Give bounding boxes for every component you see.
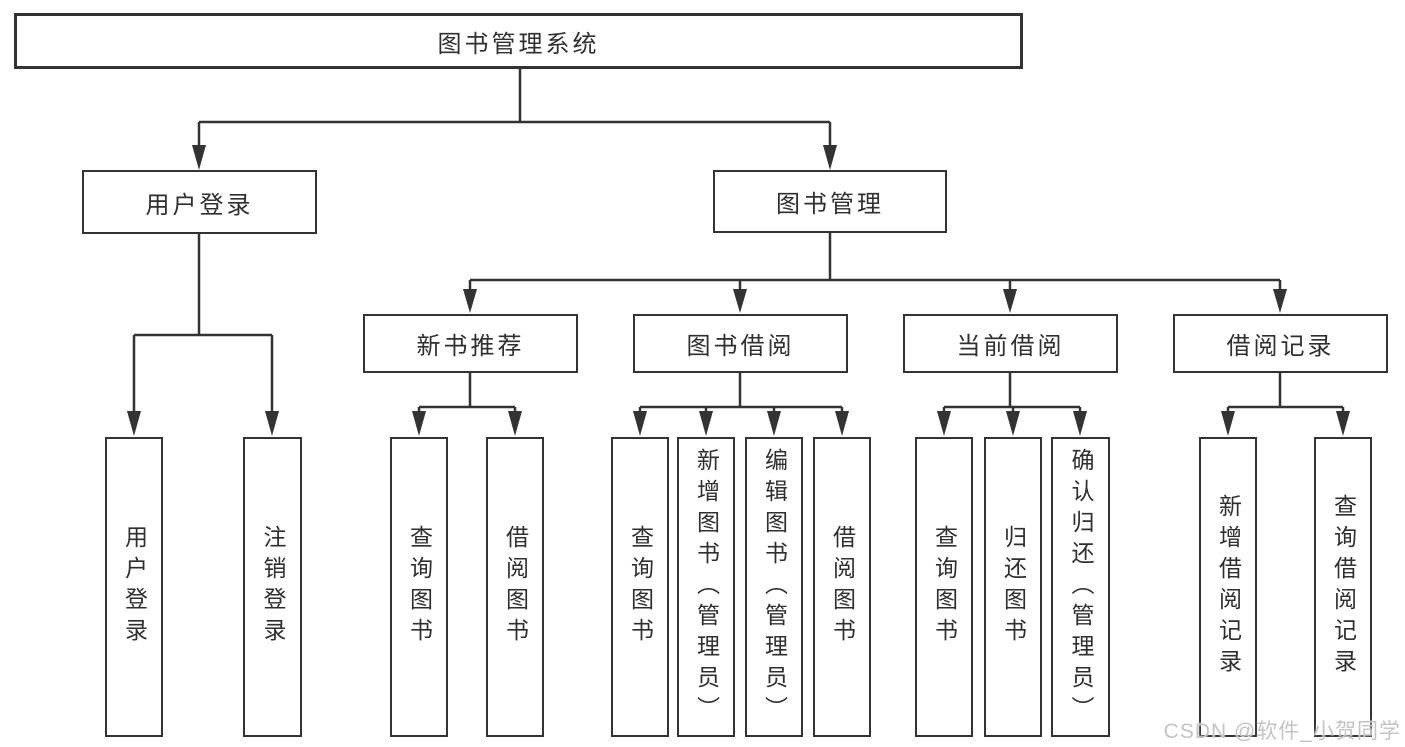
- leaf-user-login: 用户登录: [105, 437, 163, 737]
- leaf-confirm-return-admin: 确认归还（管理员）: [1051, 437, 1110, 737]
- leaf-add-book-admin: 新增图书（管理员）: [677, 437, 735, 737]
- leaf-query-books-current: 查询图书: [915, 437, 973, 737]
- arrow-down-icons: [127, 145, 1350, 436]
- leaf-label: 归还图书: [1000, 525, 1027, 649]
- leaf-query-books-recommend: 查询图书: [390, 437, 448, 737]
- node-new-book-recommend: 新书推荐: [363, 314, 578, 373]
- node-current-borrow: 当前借阅: [903, 314, 1118, 373]
- leaf-label: 查询图书: [406, 525, 433, 649]
- leaf-query-books-borrow: 查询图书: [611, 437, 669, 737]
- leaf-label: 查询图书: [931, 525, 958, 649]
- leaf-label: 用户登录: [121, 525, 148, 649]
- node-borrow-records: 借阅记录: [1173, 314, 1388, 373]
- leaf-logout: 注销登录: [243, 437, 302, 737]
- leaf-label: 借阅图书: [502, 525, 529, 649]
- leaf-label: 编辑图书（管理员）: [761, 447, 788, 727]
- leaf-label: 借阅图书: [829, 525, 856, 649]
- csdn-watermark: CSDN @软件_小贺同学: [1163, 720, 1401, 743]
- leaf-borrow-books-recommend: 借阅图书: [486, 437, 544, 737]
- leaf-label: 注销登录: [260, 525, 286, 649]
- leaf-add-borrow-record: 新增借阅记录: [1199, 437, 1257, 737]
- leaf-return-book: 归还图书: [984, 437, 1042, 737]
- leaf-label: 查询图书: [627, 525, 654, 649]
- leaf-label: 查询借阅记录: [1330, 494, 1357, 680]
- node-book-management: 图书管理: [713, 170, 947, 233]
- node-book-borrow: 图书借阅: [633, 314, 848, 373]
- leaf-label: 新增图书（管理员）: [693, 447, 720, 727]
- leaf-label: 新增借阅记录: [1215, 494, 1242, 680]
- leaf-edit-book-admin: 编辑图书（管理员）: [745, 437, 803, 737]
- leaf-query-borrow-record: 查询借阅记录: [1314, 437, 1372, 737]
- node-user-login: 用户登录: [82, 170, 317, 234]
- leaf-label: 确认归还（管理员）: [1068, 447, 1094, 727]
- leaf-borrow-books: 借阅图书: [813, 437, 871, 737]
- node-library-management-system: 图书管理系统: [14, 13, 1023, 69]
